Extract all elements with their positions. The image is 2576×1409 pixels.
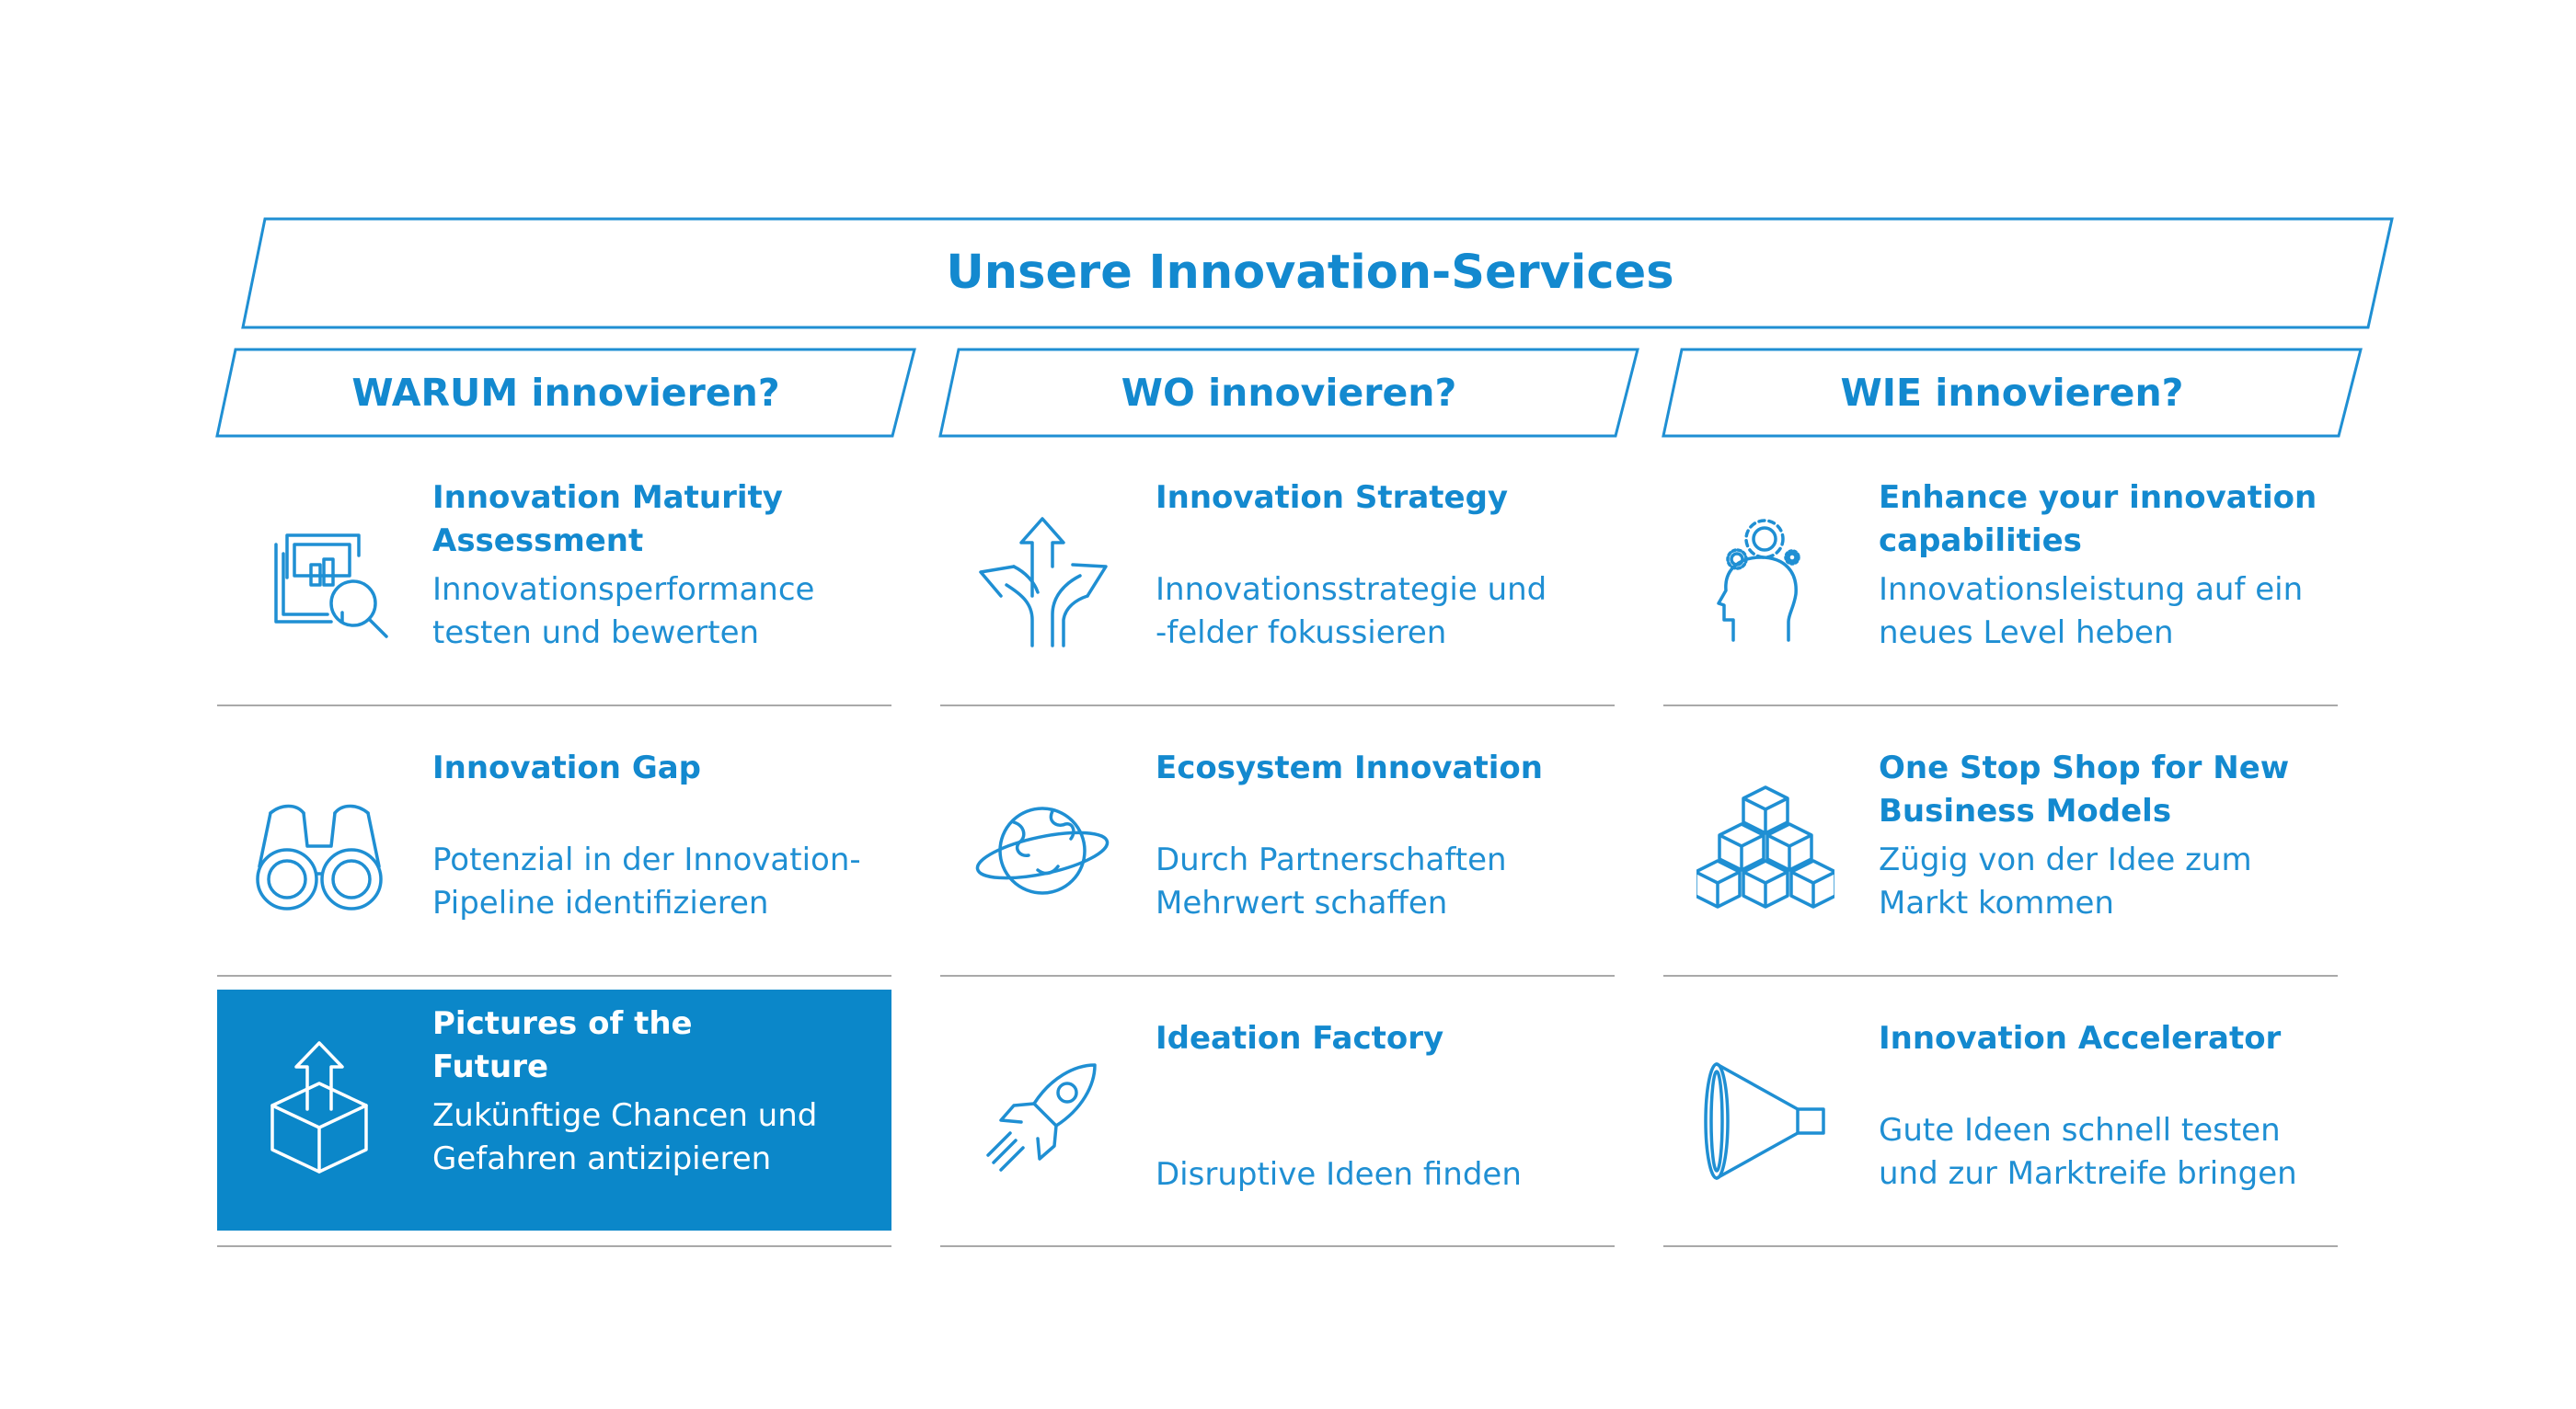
row-divider (217, 704, 891, 706)
row-divider (1663, 975, 2338, 977)
card-title: One Stop Shop for New Business Models (1879, 750, 2290, 830)
card-title: Enhance your innovation capabilities (1879, 479, 2317, 559)
card-title: Innovation Gap (432, 750, 702, 786)
service-card-ideation-factory[interactable]: Ideation Factory Disruptive Ideen finden (940, 1004, 1615, 1245)
card-description: Zügig von der Idee zum Markt kommen (1879, 842, 2252, 922)
binoculars-icon (250, 782, 388, 920)
card-description: Disruptive Ideen finden (1156, 1156, 1522, 1193)
row-divider (940, 704, 1615, 706)
row-divider (940, 975, 1615, 977)
row-divider (1663, 704, 2338, 706)
row-divider (217, 1245, 891, 1247)
service-card-innovation-accelerator[interactable]: Innovation Accelerator Gute Ideen schnel… (1663, 1004, 2338, 1245)
row-divider (940, 1245, 1615, 1247)
direction-arrows-icon (973, 511, 1111, 649)
service-card-innovation-maturity-assessment[interactable]: Innovation Maturity Assessment Innovatio… (217, 464, 891, 704)
card-title: Innovation Strategy (1156, 479, 1509, 516)
stacked-cubes-icon (1696, 782, 1834, 920)
card-title: Innovation Accelerator (1879, 1020, 2282, 1057)
service-card-enhance-innovation-capabilities[interactable]: Enhance your innovation capabilities Inn… (1663, 464, 2338, 704)
chart-magnifier-icon (250, 511, 388, 649)
card-description: Innovationsstrategie und -felder fokussi… (1156, 571, 1547, 651)
card-title: Ideation Factory (1156, 1020, 1444, 1057)
globe-ring-icon (973, 782, 1111, 920)
card-title: Innovation Maturity Assessment (432, 479, 783, 559)
box-upload-icon (250, 1036, 388, 1174)
row-divider (1663, 1245, 2338, 1247)
service-card-ecosystem-innovation[interactable]: Ecosystem Innovation Durch Partnerschaft… (940, 734, 1615, 975)
card-title: Ecosystem Innovation (1156, 750, 1543, 786)
card-description: Zukünftige Chancen und Gefahren antizipi… (432, 1097, 818, 1177)
service-card-innovation-gap[interactable]: Innovation Gap Potenzial in der Innovati… (217, 734, 891, 975)
card-description: Gute Ideen schnell testen und zur Marktr… (1879, 1112, 2297, 1192)
service-card-innovation-strategy[interactable]: Innovation Strategy Innovationsstrategie… (940, 464, 1615, 704)
service-card-pictures-of-the-future[interactable]: Pictures of the Future Zukünftige Chance… (217, 990, 891, 1231)
card-description: Innovationsleistung auf ein neues Level … (1879, 571, 2304, 651)
service-card-one-stop-shop[interactable]: One Stop Shop for New Business Models Zü… (1663, 734, 2338, 975)
card-title: Pictures of the Future (432, 1005, 693, 1085)
funnel-icon (1696, 1052, 1834, 1190)
column-heading-wo: WO innovieren? (1121, 371, 1457, 415)
column-heading-wie: WIE innovieren? (1840, 371, 2184, 415)
column-heading-warum: WARUM innovieren? (351, 371, 780, 415)
head-gears-icon (1696, 511, 1834, 649)
card-description: Durch Partnerschaften Mehrwert schaffen (1156, 842, 1507, 922)
rocket-icon (973, 1052, 1111, 1190)
page-title: Unsere Innovation-Services (946, 246, 1674, 300)
row-divider (217, 975, 891, 977)
card-description: Potenzial in der Innovation- Pipeline id… (432, 842, 861, 922)
card-description: Innovationsperformance testen und bewert… (432, 571, 815, 651)
